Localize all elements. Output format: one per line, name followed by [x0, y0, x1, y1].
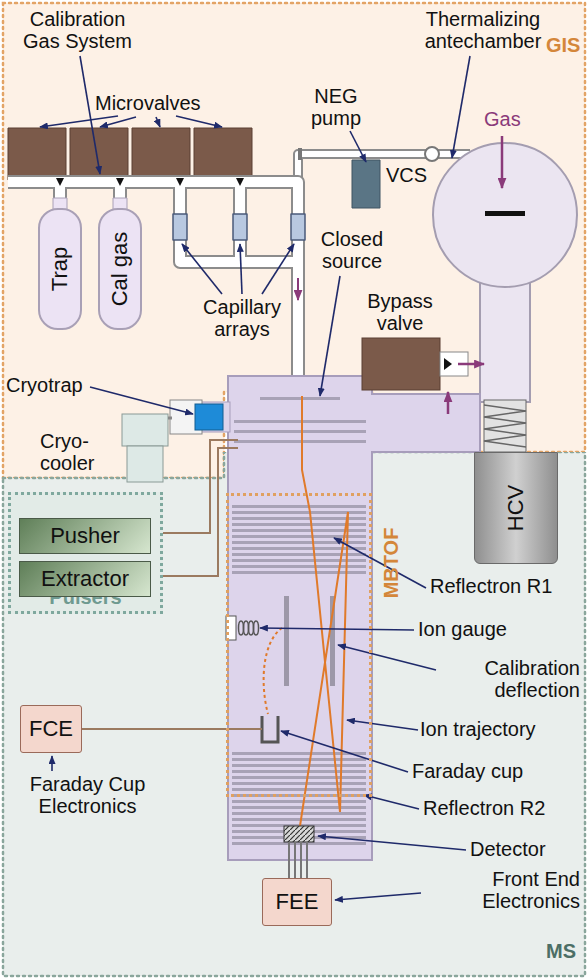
part-label: Cryotrap	[6, 374, 83, 396]
part-label: Faraday cup	[412, 760, 523, 782]
vacuum-chamber	[239, 621, 259, 635]
vacuum-chamber	[362, 338, 440, 390]
part-label: Thermalizing antechamber	[408, 8, 558, 52]
electrode-plates	[232, 806, 366, 809]
gas-tubing	[56, 178, 244, 186]
node-label: FCE	[29, 716, 73, 742]
electrode-plates	[232, 511, 366, 514]
mbtof-frame: MBTOF	[226, 493, 372, 797]
vacuum-chamber	[264, 628, 282, 714]
part-label: Ion trajectory	[420, 718, 536, 740]
thermalizing-antechamber	[480, 276, 530, 402]
part-label: Reflectron R2	[423, 797, 545, 819]
gas-tubing	[194, 128, 252, 180]
part-label: Calibration Gas System	[10, 8, 145, 52]
electrode-plates	[232, 782, 366, 785]
vacuum-chamber	[195, 404, 223, 430]
electronics-box: FCE	[20, 705, 82, 753]
electrode-plates	[232, 547, 366, 550]
electrode-plates	[234, 440, 366, 443]
vacuum-chamber	[300, 396, 348, 826]
thermalizing-antechamber	[433, 143, 577, 287]
part-label: Closed source	[312, 228, 392, 272]
pulser-group: PulsersPusherExtractor	[8, 492, 163, 614]
vacuum-chamber	[458, 363, 484, 366]
part-label: Cryo-cooler	[40, 430, 112, 474]
part-label: Capillary arrays	[196, 296, 288, 340]
vacuum-chamber	[284, 596, 289, 686]
node-label: HCV	[503, 485, 529, 531]
pulser-box: Pusher	[19, 518, 151, 554]
electrode-plates	[232, 764, 366, 767]
part-label: Calibration deflection	[440, 657, 580, 701]
leader-lines	[51, 756, 53, 771]
vacuum-chamber	[127, 446, 163, 482]
thermalizing-antechamber	[501, 136, 504, 188]
node-label: MBTOF	[380, 528, 403, 599]
region-outline	[0, 0, 588, 480]
gas-tubing	[297, 278, 299, 300]
pulser-box: Extractor	[19, 561, 151, 597]
valve-cylinder: HCV	[474, 452, 558, 564]
gas-tubing	[8, 128, 66, 180]
electrode-plates	[232, 776, 366, 779]
part-label: Bypass valve	[360, 290, 440, 334]
electrode-plates	[232, 788, 366, 791]
vacuum-chamber	[444, 358, 452, 370]
region-title: GIS	[546, 34, 580, 57]
electrode-plates	[232, 770, 366, 773]
vacuum-chamber	[168, 417, 172, 420]
electrode-plates	[232, 800, 366, 803]
thermalizing-antechamber	[484, 405, 526, 447]
part-label: Reflectron R1	[430, 575, 552, 597]
part-label: Ion gauge	[418, 618, 507, 640]
gas-tubing	[233, 214, 247, 240]
node-label: Cal gas	[107, 232, 133, 307]
electrode-plates	[234, 420, 366, 423]
gas-tubing	[173, 214, 187, 240]
part-label: VCS	[386, 164, 427, 186]
part-label: Detector	[470, 838, 546, 860]
electrode-plates	[260, 397, 340, 400]
node-label: Pusher	[50, 523, 120, 549]
gas-tubing	[298, 148, 302, 160]
electrode-plates	[232, 535, 366, 538]
node-label: Extractor	[41, 566, 129, 592]
part-label: Gas	[484, 108, 521, 130]
electrode-plates	[232, 541, 366, 544]
part-label: Microvalves	[95, 92, 201, 114]
part-label: Front End Electronics	[425, 868, 580, 912]
vacuum-chamber	[122, 414, 168, 446]
gas-tubing	[291, 214, 305, 240]
gas-bottle: Trap	[38, 208, 82, 330]
thermalizing-antechamber	[485, 211, 525, 216]
part-label: NEG pump	[305, 85, 367, 129]
gas-bottle: Cal gas	[98, 208, 142, 330]
part-label: Faraday Cup Electronics	[5, 773, 170, 817]
vacuum-chamber	[254, 621, 259, 635]
region-outline	[3, 3, 585, 478]
gas-tubing	[425, 147, 439, 161]
thermalizing-antechamber	[484, 400, 526, 452]
electrode-plates	[232, 812, 366, 815]
node-label: FEE	[276, 889, 319, 915]
vacuum-chamber	[262, 716, 278, 742]
vacuum-chamber	[284, 826, 314, 842]
electrode-plates	[232, 818, 366, 821]
vacuum-chamber	[447, 392, 450, 414]
gas-tubing	[352, 160, 380, 208]
electrode-plates	[234, 430, 366, 433]
electrode-plates	[232, 397, 366, 845]
electrode-plates	[232, 758, 366, 761]
node-label: Trap	[47, 247, 73, 291]
electronics-box: FEE	[262, 878, 332, 926]
gas-tubing	[132, 128, 190, 180]
electrode-plates	[232, 505, 366, 508]
wires	[82, 728, 262, 730]
gis-region: GIS Trap Cal gas	[0, 0, 588, 480]
region-title: MS	[546, 940, 576, 963]
region-outline	[3, 452, 585, 976]
